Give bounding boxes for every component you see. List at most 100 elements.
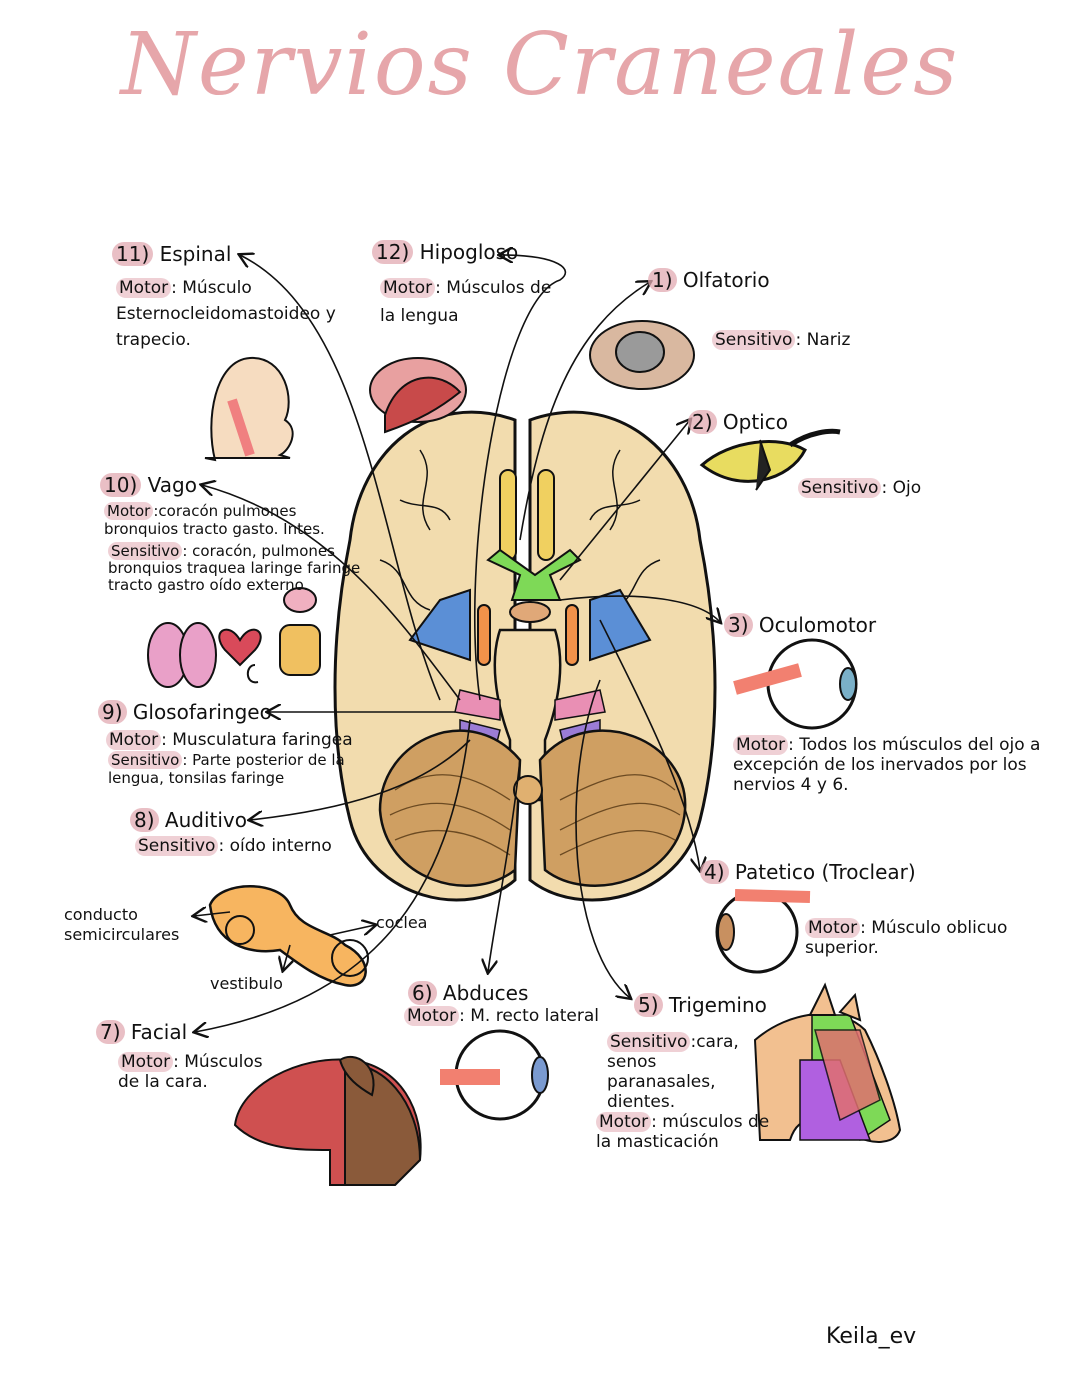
nerve-4-text: : Músculo oblicuo superior. xyxy=(805,918,1008,958)
nerve-10-tag-motor: Motor xyxy=(104,502,154,520)
nerve-2-desc: Sensitivo: Ojo xyxy=(798,478,921,498)
ear-label-conducto: conducto semicirculares xyxy=(64,905,180,944)
nerve-2-heading: 2) Optico xyxy=(688,410,788,434)
nerve-1-tag: Sensitivo xyxy=(712,330,796,350)
nerve-6-desc: Motor: M. recto lateral xyxy=(404,1006,599,1026)
nerve-12-text: : Músculos de la lengua xyxy=(380,278,552,326)
nerve-2-number: 2) xyxy=(688,410,717,434)
nerve-6-number: 6) xyxy=(408,981,437,1005)
nerve-1-desc: Sensitivo: Nariz xyxy=(712,330,850,350)
nerve-9-name: Glosofaringeo xyxy=(132,700,272,724)
nerve-11-tag: Motor xyxy=(116,278,172,298)
nerve-8-text: : oído interno xyxy=(218,836,332,856)
horse-illustration xyxy=(753,982,902,1143)
nerve-5-text-sensitive: :cara, senos paranasales, dientes. xyxy=(607,1032,739,1112)
nerve-4-number: 4) xyxy=(700,860,729,884)
nerve-3-tag: Motor xyxy=(733,735,789,755)
eye-troclear-illustration xyxy=(715,889,811,974)
nerve-3-name: Oculomotor xyxy=(758,613,877,637)
nerve-10-text-sensitive: : coracón, pulmones bronquios traquea la… xyxy=(108,542,361,594)
nerve-6-tag: Motor xyxy=(404,1006,460,1026)
nerve-1-text: : Nariz xyxy=(795,330,851,350)
nerve-12-number: 12) xyxy=(372,240,414,264)
nerve-9-tag-motor: Motor xyxy=(106,730,162,750)
nerve-12-tag: Motor xyxy=(380,278,436,298)
nerve-2-text: : Ojo xyxy=(881,478,922,498)
nerve-6-name: Abduces xyxy=(442,981,529,1005)
nerve-8-tag: Sensitivo xyxy=(135,836,219,856)
cat-eye-illustration xyxy=(699,428,841,491)
nerve-5-name: Trigemino xyxy=(668,993,767,1017)
nerve-3-heading: 3) Oculomotor xyxy=(724,613,876,637)
nerve-4-heading: 4) Patetico (Troclear) xyxy=(700,860,916,884)
nerve-9-text-motor: : Musculatura faringea xyxy=(161,730,353,750)
nerve-10-name: Vago xyxy=(147,473,197,497)
ear-label-coclea: coclea xyxy=(376,913,428,932)
nerve-9-number: 9) xyxy=(98,700,127,724)
nerve-10-number: 10) xyxy=(100,473,142,497)
nerve-4-tag: Motor xyxy=(805,918,861,938)
nerve-8-number: 8) xyxy=(130,808,159,832)
nerve-3-desc: Motor: Todos los músculos del ojo a exce… xyxy=(733,735,1063,795)
nerve-5-heading: 5) Trigemino xyxy=(634,993,767,1017)
author-signature: Keila_ev xyxy=(826,1324,917,1349)
head-neck-illustration xyxy=(204,356,294,462)
nerve-2-name: Optico xyxy=(722,410,788,434)
nerve-5-tag-sensitive: Sensitivo xyxy=(607,1032,691,1052)
nerve-7-name: Facial xyxy=(130,1020,188,1044)
nerve-1-heading: 1) Olfatorio xyxy=(648,268,770,292)
nerve-8-name: Auditivo xyxy=(164,808,247,832)
nerve-6-text: : M. recto lateral xyxy=(459,1006,600,1026)
brain-illustration xyxy=(333,410,717,902)
tongue-illustration xyxy=(369,357,467,434)
nerve-2-tag: Sensitivo xyxy=(798,478,882,498)
nerve-11-heading: 11) Espinal xyxy=(112,242,231,266)
nerve-7-tag: Motor xyxy=(118,1052,174,1072)
nerve-10-desc-sensitive: Sensitivo: coracón, pulmones bronquios t… xyxy=(108,542,370,594)
nerve-7-number: 7) xyxy=(96,1020,125,1044)
nerve-8-heading: 8) Auditivo xyxy=(130,808,247,832)
nerve-9-heading: 9) Glosofaringeo xyxy=(98,700,272,724)
nerve-10-text-motor: :coracón pulmones bronquios tracto gasto… xyxy=(104,502,325,538)
nerve-11-desc: Motor: Músculo Esternocleidomastoideo y … xyxy=(116,275,348,353)
nerve-3-number: 3) xyxy=(724,613,753,637)
ear-illustration xyxy=(208,885,369,987)
page-title: Nervios Craneales xyxy=(120,15,960,115)
eye-oculomotor-illustration xyxy=(733,638,858,730)
nerve-5-desc-motor: Motor: músculos de la masticación xyxy=(596,1112,771,1152)
nerve-5-text-motor: : músculos de la masticación xyxy=(596,1112,770,1152)
nerve-1-number: 1) xyxy=(648,268,677,292)
eye-abduces-illustration xyxy=(440,1029,549,1121)
nerve-9-text-sensitive: : Parte posterior de la lengua, tonsilas… xyxy=(108,751,345,787)
nerve-12-heading: 12) Hipogloso xyxy=(372,240,518,264)
nerve-4-name: Patetico (Troclear) xyxy=(734,860,916,884)
nerve-12-name: Hipogloso xyxy=(419,240,519,264)
nerve-10-desc-motor: Motor:coracón pulmones bronquios tracto … xyxy=(104,502,372,538)
nerve-5-desc-sensitive: Sensitivo:cara, senos paranasales, dient… xyxy=(607,1032,757,1112)
nerve-1-name: Olfatorio xyxy=(682,268,770,292)
organs-illustration xyxy=(147,587,321,688)
dog-illustration xyxy=(233,1055,422,1186)
nerve-9-tag-sensitive: Sensitivo xyxy=(108,751,183,769)
nerve-7-heading: 7) Facial xyxy=(96,1020,187,1044)
nerve-8-desc: Sensitivo: oído interno xyxy=(135,836,332,856)
nerve-10-tag-sensitive: Sensitivo xyxy=(108,542,183,560)
nose-illustration xyxy=(589,320,695,390)
nerve-4-desc: Motor: Músculo oblicuo superior. xyxy=(805,918,1035,958)
nerve-6-heading: 6) Abduces xyxy=(408,981,528,1005)
ear-label-vestibulo: vestibulo xyxy=(210,974,283,993)
nerve-10-heading: 10) Vago xyxy=(100,473,197,497)
nerve-11-name: Espinal xyxy=(159,242,232,266)
nerve-11-number: 11) xyxy=(112,242,154,266)
nerve-9-desc-motor: Motor: Musculatura faringea xyxy=(106,730,353,750)
nerve-5-tag-motor: Motor xyxy=(596,1112,652,1132)
nerve-12-desc: Motor: Músculos de la lengua xyxy=(380,274,570,330)
nerve-5-number: 5) xyxy=(634,993,663,1017)
nerve-7-text: : Músculos de la cara. xyxy=(118,1052,263,1092)
nerve-9-desc-sensitive: Sensitivo: Parte posterior de la lengua,… xyxy=(108,751,370,787)
nerve-3-text: : Todos los músculos del ojo a excepción… xyxy=(733,735,1041,795)
connector-arrows xyxy=(194,255,720,1032)
nerve-7-desc: Motor: Músculos de la cara. xyxy=(118,1052,278,1092)
nerve-11-text: : Músculo Esternocleidomastoideo y trape… xyxy=(116,278,336,350)
